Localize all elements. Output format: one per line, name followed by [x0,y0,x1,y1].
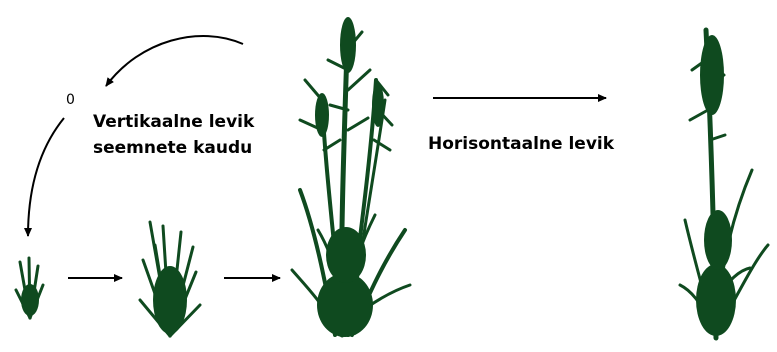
vertical-dispersal-label-line2: seemnete kaudu [93,135,254,161]
seed-dispersal-curve-arrow-top [106,36,243,86]
seed-dispersal-curve-arrow-left [28,118,64,236]
plant-young [140,222,200,336]
zero-label: 0 [66,92,75,108]
vertical-dispersal-label-line1: Vertikaalne levik [93,109,254,135]
horizontal-dispersal-label: Horisontaalne levik [428,133,614,155]
vertical-dispersal-label: Vertikaalne levik seemnete kaudu [93,109,254,161]
plant-mature [292,17,410,337]
plant-seedling [16,258,43,318]
plant-clone [680,30,768,338]
